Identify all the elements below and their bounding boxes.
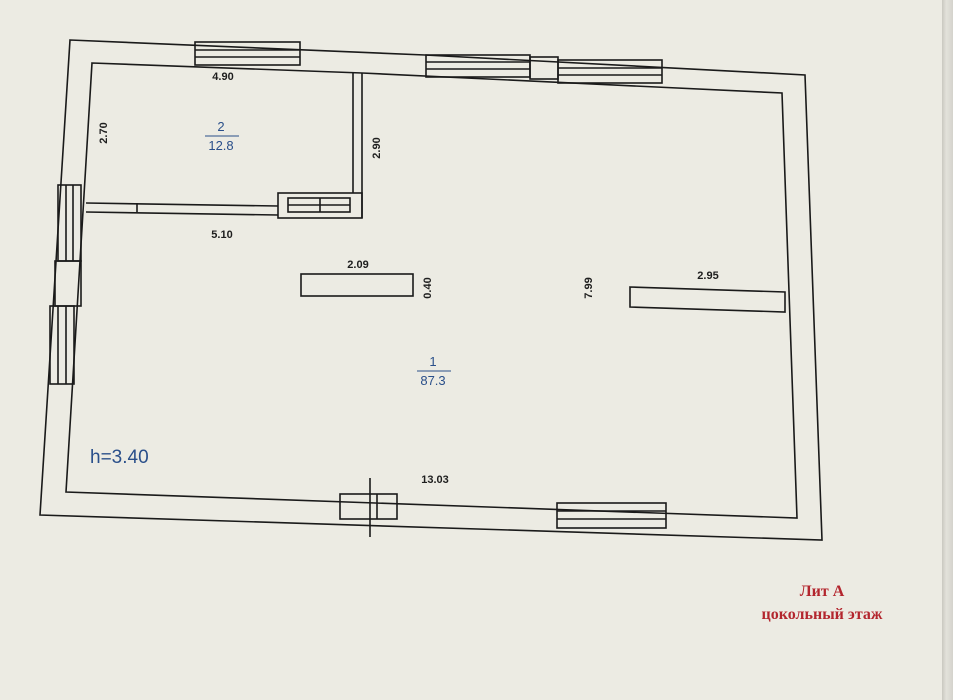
room-area: 12.8	[208, 138, 233, 153]
dim-hall-length: 13.03	[421, 474, 449, 486]
outer-wall-outline	[39, 39, 823, 541]
room-1-label: 1 87.3	[417, 354, 451, 388]
room2-partition	[85, 73, 363, 219]
dim-partition-bottom: 5.10	[211, 229, 232, 241]
window-left-upper	[57, 184, 82, 262]
dim-block-thickness: 0.40	[422, 277, 434, 298]
dim-block-length: 2.09	[347, 259, 368, 271]
dim-room2-width: 4.90	[212, 71, 233, 83]
entrance-door	[339, 478, 398, 537]
ceiling-height: h=3.40	[90, 447, 149, 468]
room-2-label: 2 12.8	[205, 119, 239, 153]
dim-partition-right: 2.90	[371, 137, 383, 158]
caption-floor: цокольный этаж	[762, 606, 883, 623]
dim-hall-depth: 7.99	[583, 277, 595, 298]
partition-block-center	[300, 273, 414, 297]
inner-wall-outline	[65, 62, 798, 519]
window-top-right	[557, 59, 663, 84]
partition-block-right	[629, 286, 786, 313]
paper-edge	[942, 0, 953, 700]
room-number: 1	[429, 354, 436, 369]
caption-lit: Лит А	[800, 583, 845, 600]
window-bottom	[556, 502, 667, 529]
window-top-left	[194, 41, 301, 66]
dim-right-wall-length: 2.95	[697, 270, 718, 282]
window-left-lower	[49, 305, 75, 385]
room-area: 87.3	[420, 373, 445, 388]
room-number: 2	[217, 119, 224, 134]
dim-room2-depth: 2.70	[98, 122, 110, 143]
